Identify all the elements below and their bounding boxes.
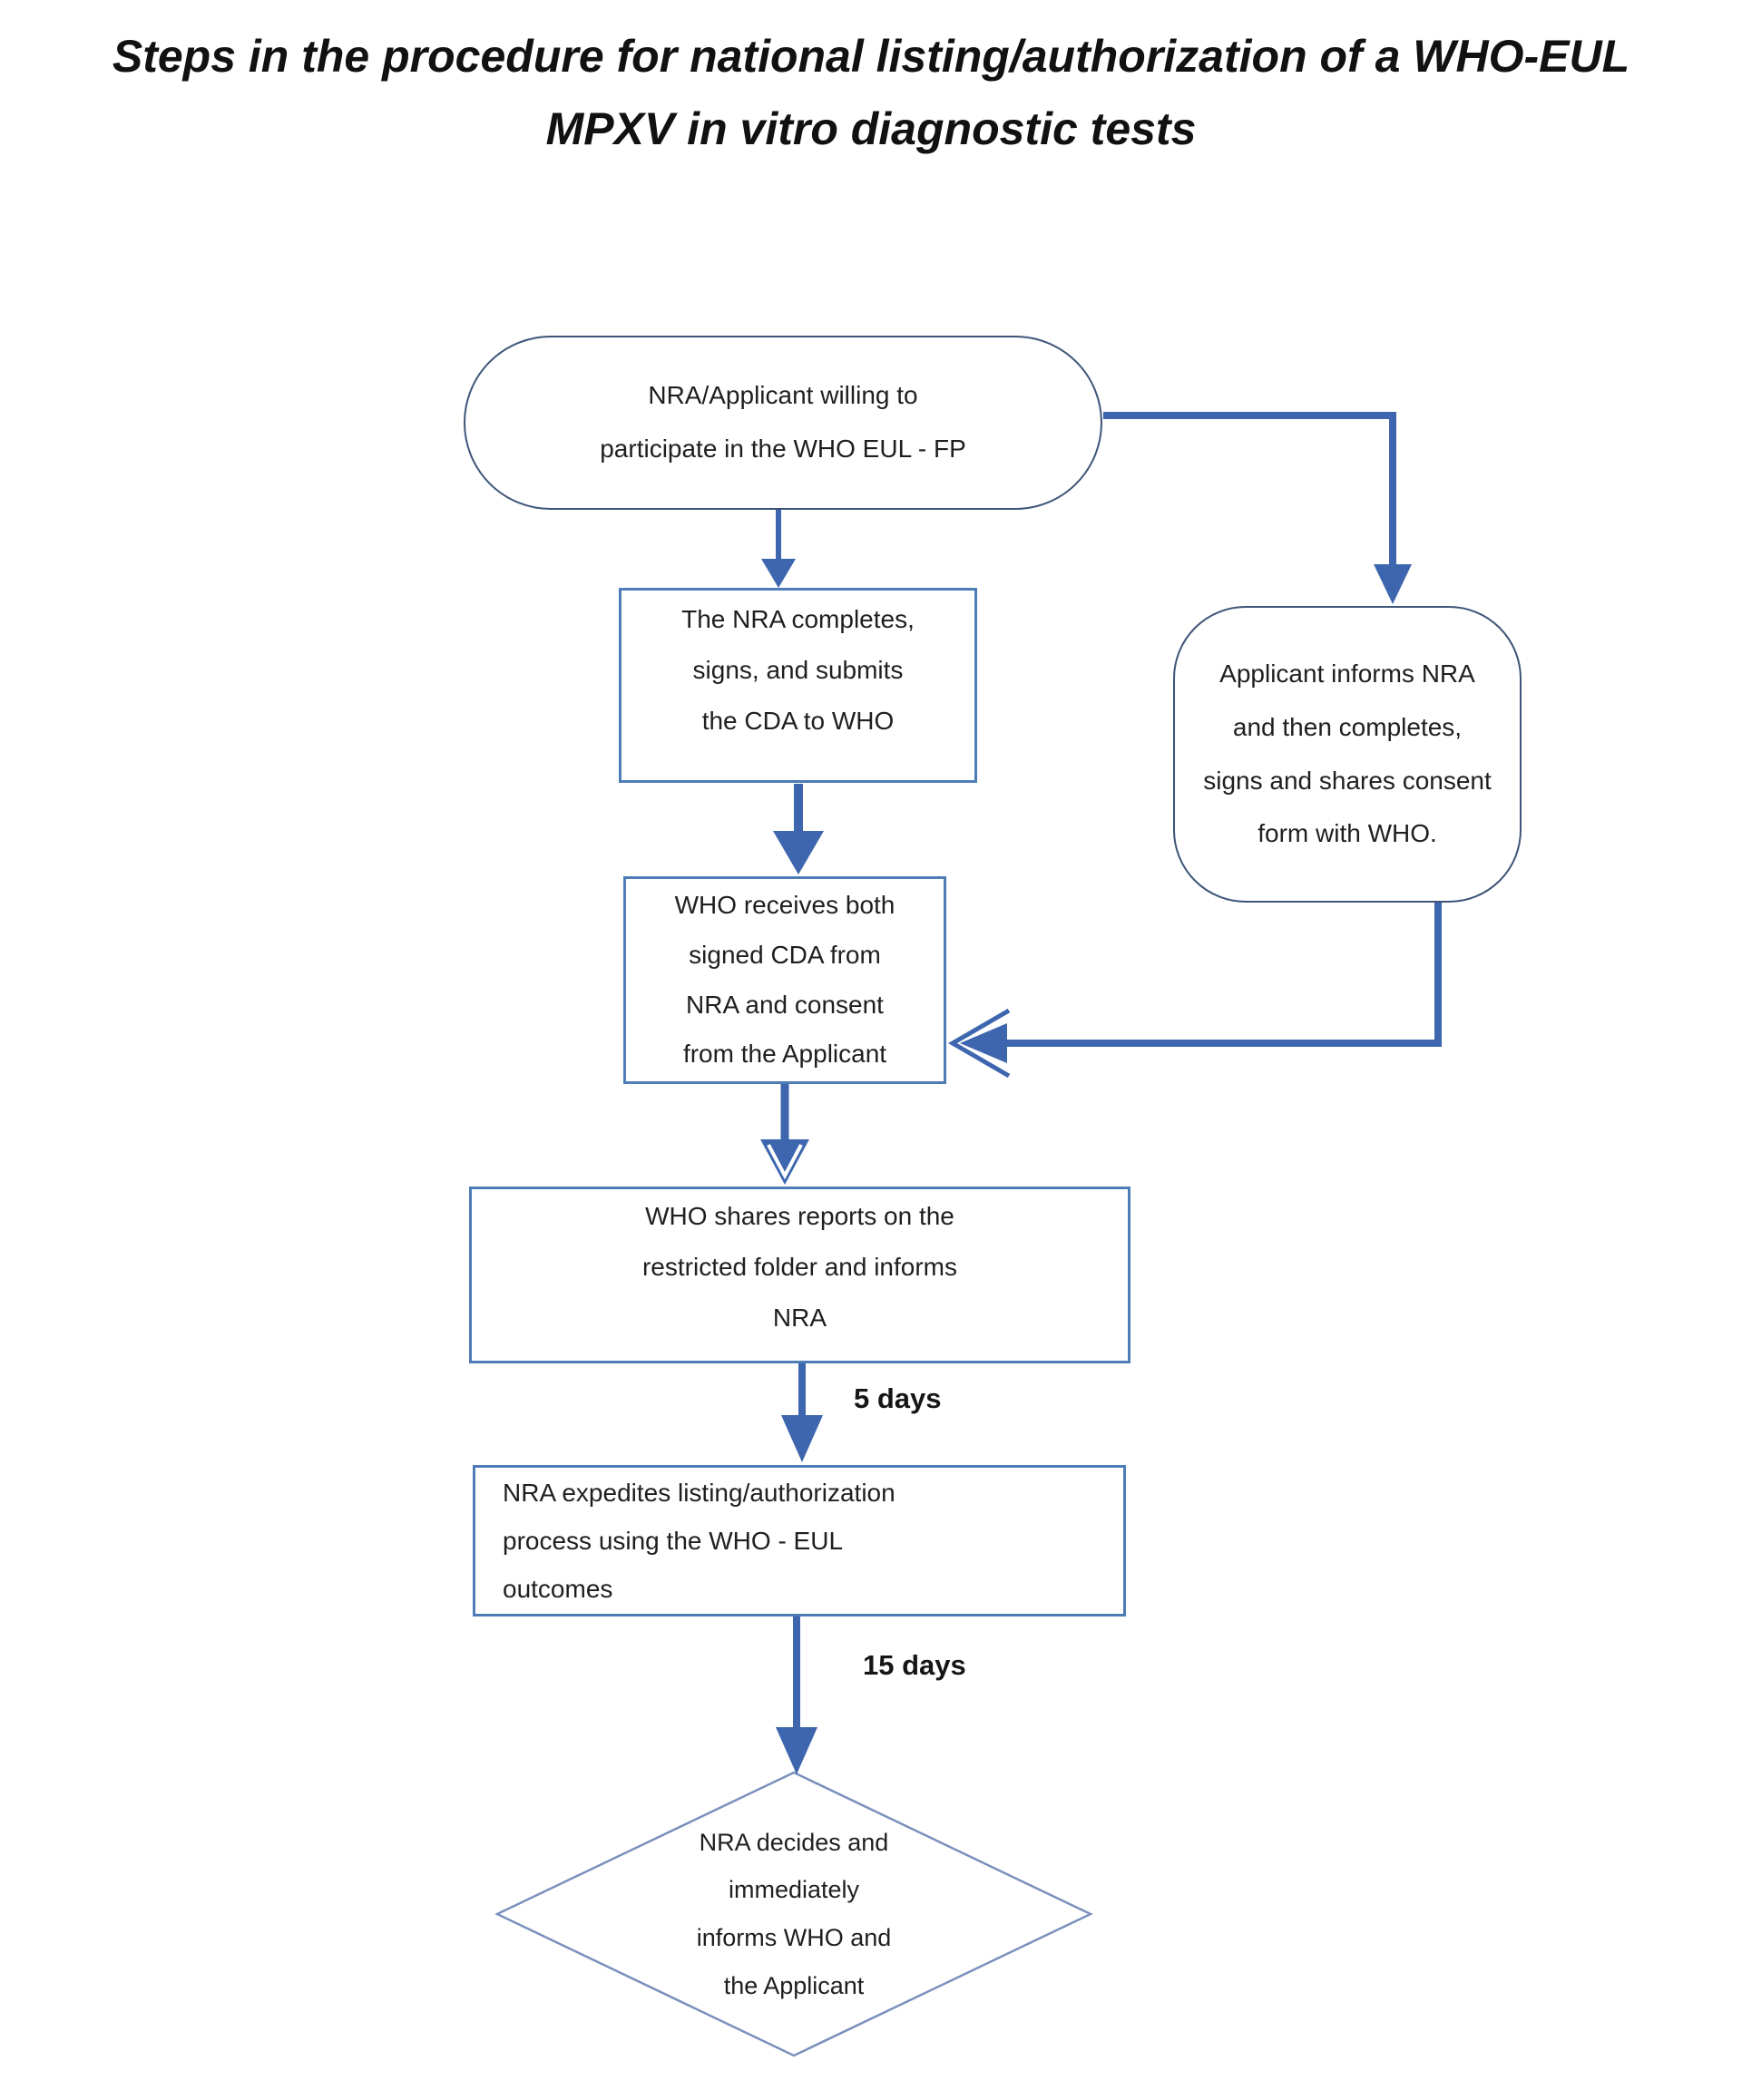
arrow-who-receives-to-who-shares	[760, 1084, 809, 1185]
node-who-receives-text: WHO receives both signed CDA from NRA an…	[674, 891, 895, 1069]
node-applicant-consent: Applicant informs NRA and then completes…	[1173, 606, 1522, 903]
page-title: Steps in the procedure for national list…	[112, 31, 1630, 154]
node-nra-expedites: NRA expedites listing/authorization proc…	[473, 1465, 1126, 1617]
edge-label-15-days: 15 days	[863, 1649, 966, 1681]
node-applicant-consent-text: Applicant informs NRA and then completes…	[1203, 659, 1492, 848]
node-nra-completes-cda: The NRA completes, signs, and submits th…	[619, 588, 977, 783]
node-who-shares-reports: WHO shares reports on the restricted fol…	[469, 1187, 1130, 1363]
node-who-receives: WHO receives both signed CDA from NRA an…	[623, 876, 946, 1084]
arrow-applicant-consent-to-who-receives	[948, 903, 1442, 1079]
arrow-who-shares-to-nra-expedites	[781, 1363, 823, 1462]
edge-label-5-days: 5 days	[854, 1382, 942, 1414]
arrow-nra-cda-to-who-receives	[773, 784, 824, 874]
arrow-start-to-nra-cda	[761, 510, 796, 588]
node-nra-completes-cda-text: The NRA completes, signs, and submits th…	[681, 604, 915, 735]
decision-diamond-outline	[494, 1771, 1093, 2057]
node-who-shares-reports-text: WHO shares reports on the restricted fol…	[641, 1201, 958, 1332]
arrow-nra-expedites-to-nra-decides	[776, 1617, 817, 1774]
node-nra-decides-diamond-text: NRA decides and immediately informs WHO …	[612, 1810, 975, 2018]
arrow-start-to-applicant-consent	[1103, 412, 1412, 604]
node-nra-decides-text: NRA decides and immediately informs WHO …	[696, 1828, 892, 1999]
node-nra-expedites-text: NRA expedites listing/authorization proc…	[503, 1478, 895, 1604]
node-start-terminator: NRA/Applicant willing to participate in …	[464, 336, 1102, 510]
node-start-text: NRA/Applicant willing to participate in …	[600, 381, 966, 463]
